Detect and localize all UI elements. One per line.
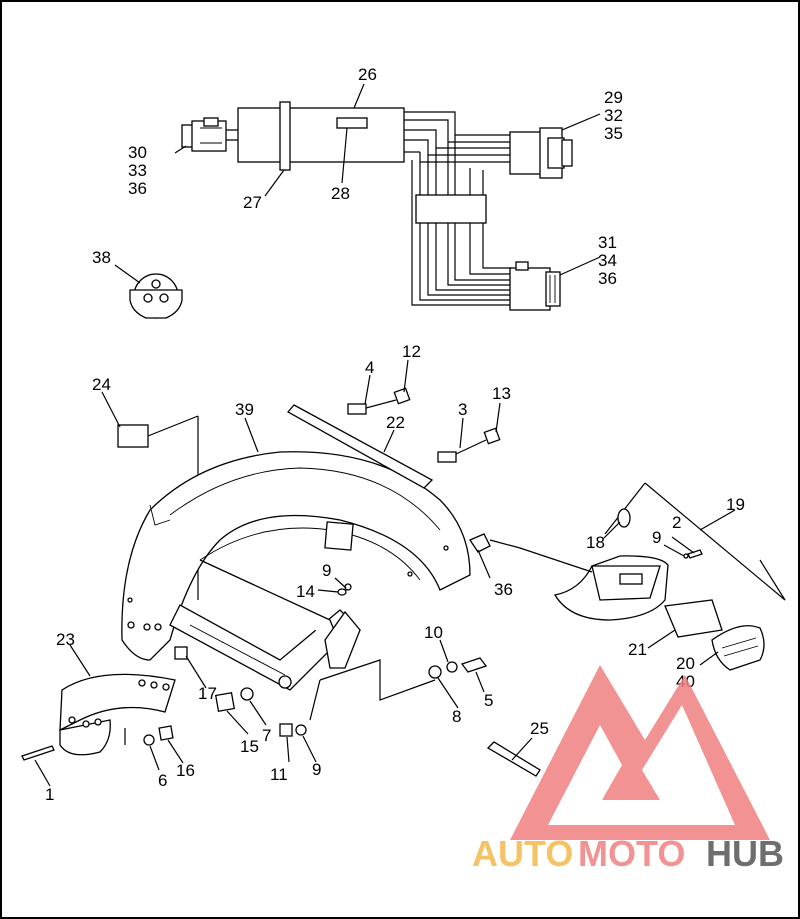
callout-33: 33 xyxy=(128,161,147,180)
callout-36: 36 xyxy=(494,580,513,599)
callout-9: 9 xyxy=(322,561,331,580)
callout-2: 2 xyxy=(672,513,681,532)
callout-4: 4 xyxy=(365,358,374,377)
callout-16: 16 xyxy=(176,761,195,780)
callout-6: 6 xyxy=(158,771,167,790)
bolt-4-nut-12 xyxy=(347,387,411,415)
callout-12: 12 xyxy=(402,342,421,361)
callout-18: 18 xyxy=(586,533,605,552)
bolt-3-nut-13 xyxy=(437,427,501,463)
watermark-moto: MOTO xyxy=(578,833,685,874)
callout-22: 22 xyxy=(386,413,405,432)
fender-assembly xyxy=(117,415,471,691)
callout-3: 3 xyxy=(458,400,467,419)
callout-7: 7 xyxy=(262,726,271,745)
lower-right-connector xyxy=(509,261,561,311)
reflector-24 xyxy=(117,424,149,448)
callout-21: 21 xyxy=(628,640,647,659)
callout-31: 31 xyxy=(598,233,617,252)
strap-22 xyxy=(286,404,434,489)
leader-lines xyxy=(34,83,736,787)
callout-29: 29 xyxy=(604,88,623,107)
callout-10: 10 xyxy=(424,623,443,642)
watermark-logo: AUTO MOTO HUB xyxy=(472,665,784,874)
callout-36: 36 xyxy=(598,269,617,288)
callout-24: 24 xyxy=(92,375,111,394)
cable-strap-25 xyxy=(486,741,541,777)
callout-28: 28 xyxy=(331,184,350,203)
callout-39: 39 xyxy=(235,400,254,419)
bracket-23 xyxy=(59,673,176,756)
callout-13: 13 xyxy=(492,384,511,403)
callout-9: 9 xyxy=(652,528,661,547)
callout-36: 36 xyxy=(128,179,147,198)
callout-14: 14 xyxy=(296,582,315,601)
watermark-triangle-icon xyxy=(510,665,770,840)
callout-38: 38 xyxy=(92,248,111,267)
round-connector-38 xyxy=(129,273,183,319)
callout-35: 35 xyxy=(604,124,623,143)
callout-8: 8 xyxy=(452,707,461,726)
callout-15: 15 xyxy=(240,737,259,756)
callout-23: 23 xyxy=(56,630,75,649)
callout-9: 9 xyxy=(312,760,321,779)
upper-right-connector xyxy=(509,127,573,179)
wiring-harness xyxy=(181,101,573,311)
callout-19: 19 xyxy=(726,495,745,514)
tail-light-assembly xyxy=(553,482,786,671)
callout-34: 34 xyxy=(598,251,617,270)
callout-1: 1 xyxy=(45,785,54,804)
callout-26: 26 xyxy=(358,65,377,84)
callout-25: 25 xyxy=(530,719,549,738)
callout-17: 17 xyxy=(198,684,217,703)
watermark-hub: HUB xyxy=(706,833,784,874)
callout-11: 11 xyxy=(270,765,288,784)
callout-27: 27 xyxy=(243,193,262,212)
callout-20: 20 xyxy=(676,654,695,673)
callout-5: 5 xyxy=(484,691,493,710)
callout-30: 30 xyxy=(128,143,147,162)
watermark-auto: AUTO xyxy=(472,833,573,874)
left-connector xyxy=(181,117,227,152)
callout-32: 32 xyxy=(604,106,623,125)
